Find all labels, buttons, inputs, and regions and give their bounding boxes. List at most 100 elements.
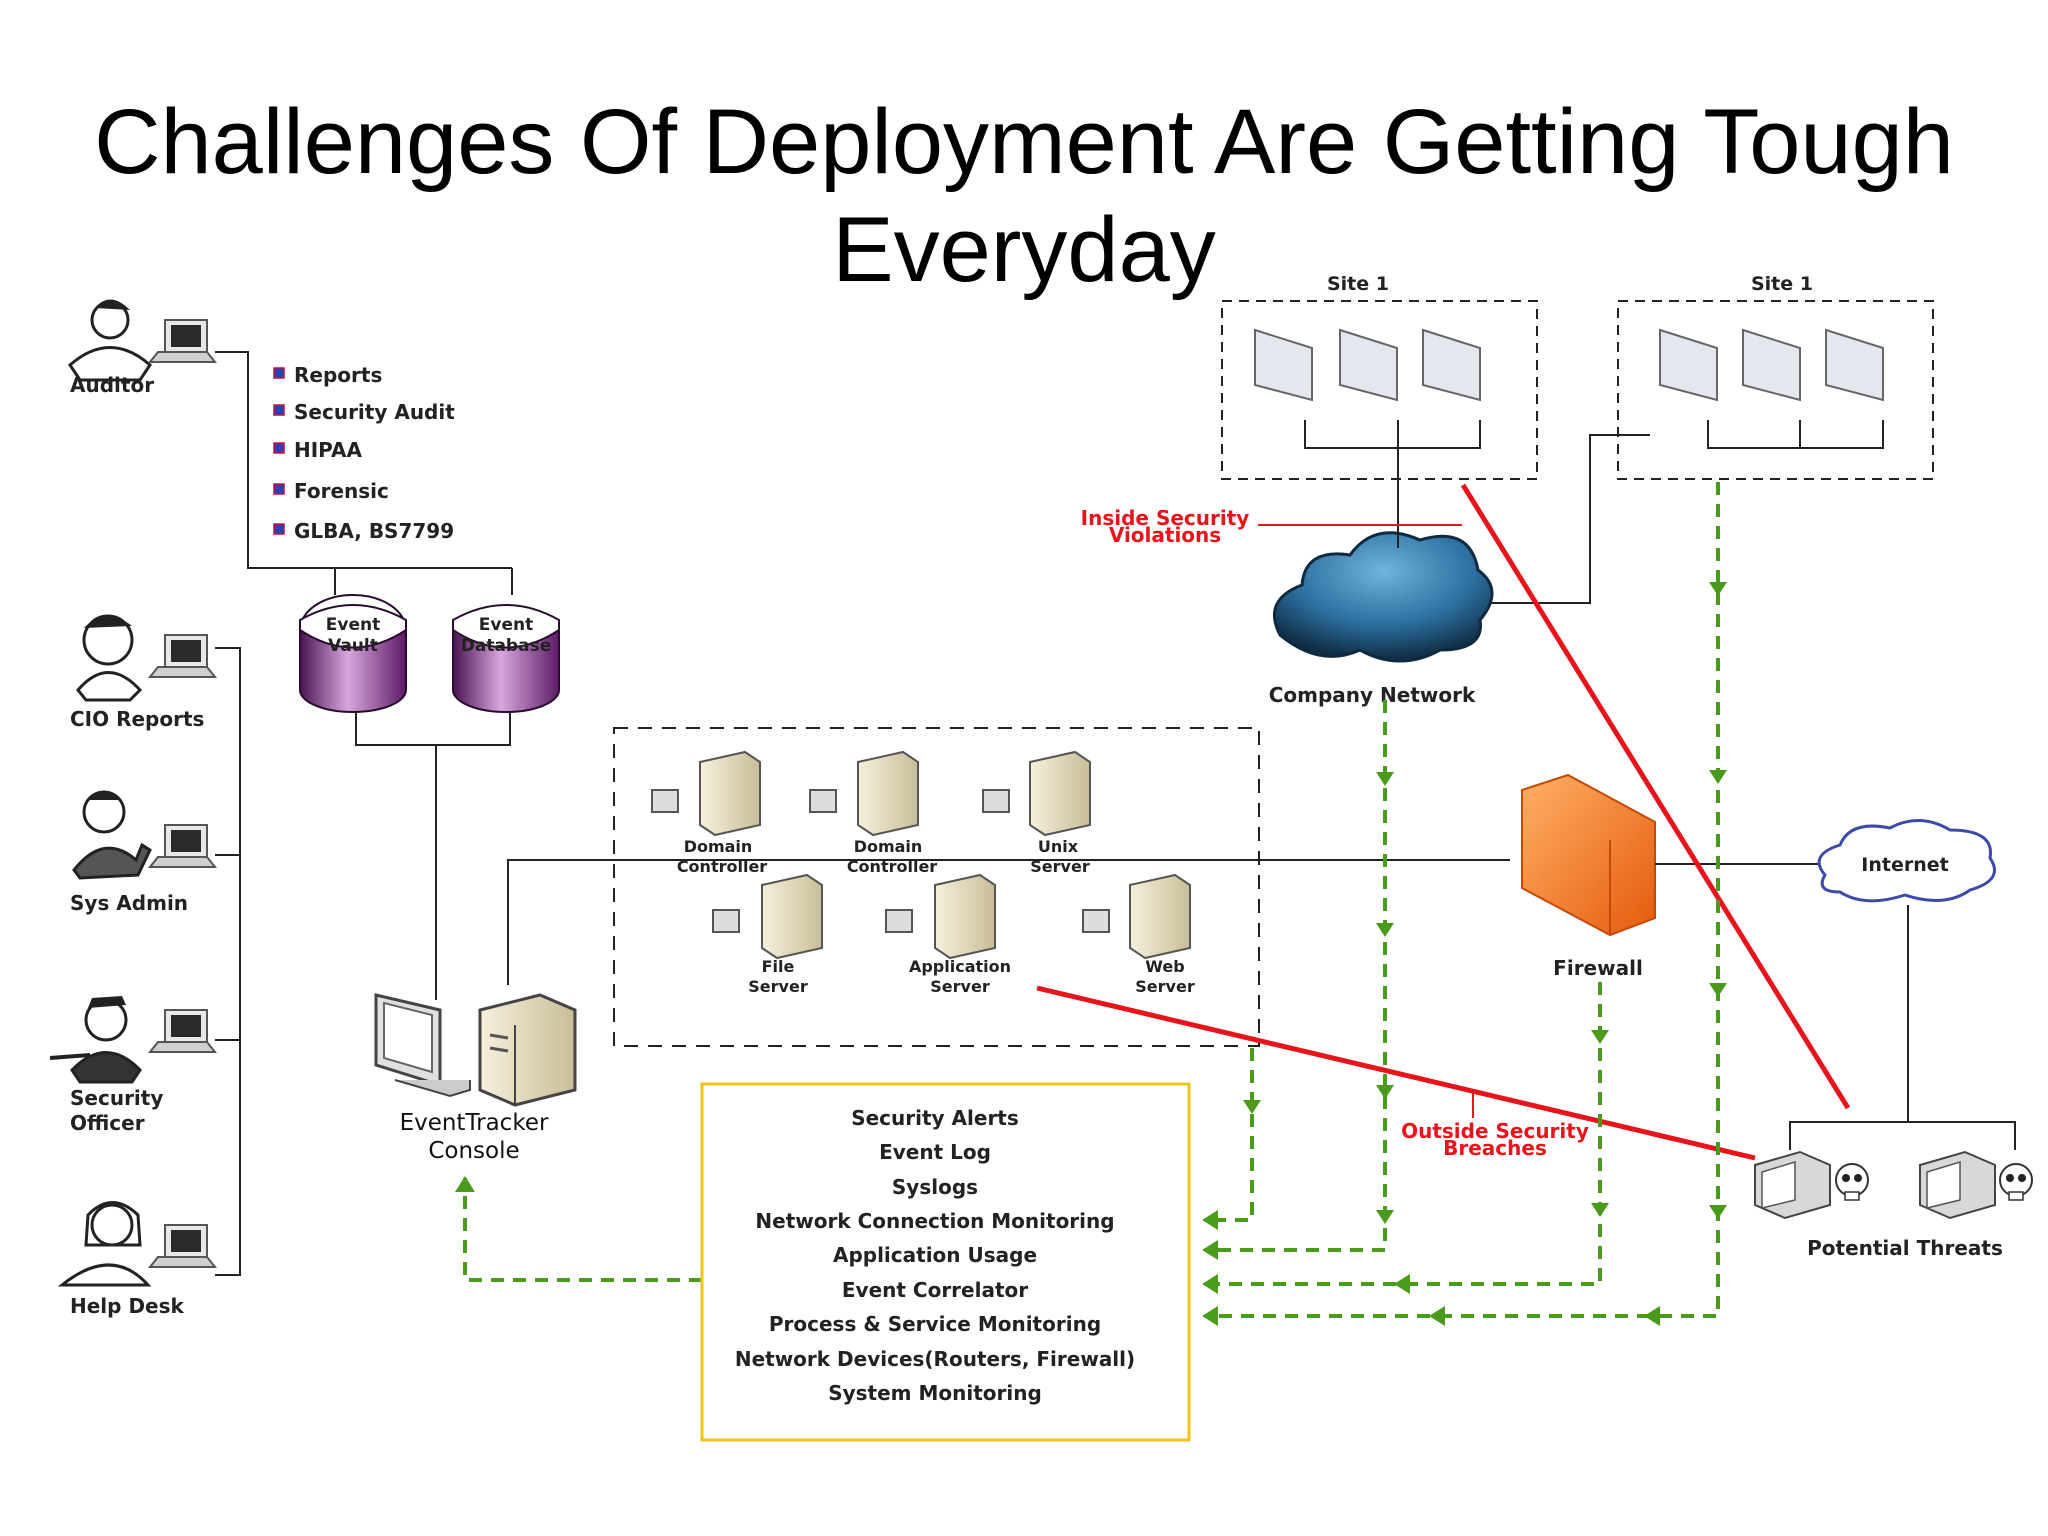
report-bullet-1-icon: [273, 367, 285, 379]
report-bullet-3-icon: [273, 442, 285, 454]
skull-2-icon: [1999, 1163, 2033, 1201]
report-bullet-5-icon: [273, 523, 285, 535]
file-server-label-line-2: Server: [748, 977, 808, 996]
report-item-5: GLBA, BS7799: [294, 519, 454, 543]
site-a-box: [1221, 300, 1538, 480]
cio-group: CIO Reports: [70, 614, 218, 731]
event-database-label-line-2: Database: [461, 636, 551, 656]
web-server-label-line-1: Web: [1145, 957, 1184, 976]
flow-server-farm: [1205, 1048, 1254, 1222]
sysadmin-laptop-icon: [147, 824, 218, 868]
cio-reports-label: CIO Reports: [70, 707, 204, 731]
site-b-monitor-3-icon: [1825, 328, 1884, 402]
cio-laptop-icon: [147, 634, 218, 678]
arrow-down-icon: [1591, 1030, 1609, 1044]
domain-controller-2-label-line-2: Controller: [847, 857, 937, 876]
flow-firewall: [1205, 982, 1602, 1286]
site-a-monitor-1-icon: [1254, 328, 1313, 402]
report-bullet-4-icon: [273, 483, 285, 495]
sysadmin-group: Sys Admin: [70, 790, 218, 915]
site-b-monitor-2-icon: [1742, 328, 1801, 402]
firewall-icon: [1521, 773, 1656, 937]
application-server-icon: [885, 873, 996, 960]
helpdesk-label: Help Desk: [70, 1294, 185, 1318]
features-box: [700, 1082, 1191, 1442]
slide-title-line-1: Challenges Of Deployment Are Getting Tou…: [94, 91, 1954, 193]
internet-cloud-icon: [1817, 818, 1996, 903]
file-server-label-line-1: File: [762, 957, 795, 976]
inside-violation-label-line-2: Violations: [1109, 523, 1221, 547]
skull-1-icon: [1835, 1163, 1869, 1201]
feature-item: Process & Service Monitoring: [769, 1312, 1101, 1336]
report-item-1: Reports: [294, 363, 382, 387]
security-breach-lines: [1036, 483, 1851, 1161]
feature-item: System Monitoring: [828, 1381, 1042, 1405]
auditor-laptop-icon: [147, 319, 218, 363]
auditor-group: Auditor: [68, 299, 218, 397]
arrow-down-icon: [1376, 1210, 1394, 1224]
arrow-down-icon: [1243, 1100, 1261, 1114]
arrow-left-icon: [1202, 1240, 1218, 1260]
domain-controller-1-icon: [651, 750, 761, 837]
site-b-box: [1617, 300, 1934, 480]
arrow-down-icon: [1376, 1085, 1394, 1099]
unix-server-label-line-1: Unix: [1038, 837, 1079, 856]
application-server-label-line-2: Server: [930, 977, 990, 996]
arrow-left-icon: [1394, 1274, 1410, 1294]
domain-controller-1-label-line-2: Controller: [677, 857, 767, 876]
arrow-down-icon: [1591, 1203, 1609, 1217]
threats-connector-line: [1789, 1121, 2016, 1150]
features-list: Security Alerts Event Log Syslogs Networ…: [735, 1106, 1135, 1405]
auditor-person-icon: [68, 299, 152, 382]
event-vault-label-line-1: Event: [326, 615, 380, 635]
domain-controller-2-label-line-1: Domain: [854, 837, 923, 856]
security-officer-label-line-2: Officer: [70, 1111, 145, 1135]
helpdesk-group: Help Desk: [57, 1201, 218, 1318]
event-database-cylinder: Event Database: [452, 604, 560, 713]
unix-server-label-line-2: Server: [1030, 857, 1090, 876]
arrow-up-icon: [455, 1176, 475, 1192]
server-farm-box: [613, 727, 1260, 1047]
security-officer-group: Security Officer: [49, 996, 218, 1135]
firewall-label: Firewall: [1553, 956, 1643, 980]
report-list: Reports Security Audit HIPAA Forensic GL…: [273, 363, 455, 543]
arrow-left-icon: [1202, 1210, 1218, 1230]
company-network-cloud-icon: [1272, 531, 1494, 663]
company-network-lines: [1397, 434, 1650, 604]
inside-violation-line: [1460, 483, 1851, 1110]
database-connector-lines: [355, 712, 1510, 1000]
report-bullet-2-icon: [273, 404, 285, 416]
threat-computer-2-icon: [1919, 1150, 1996, 1220]
web-server-icon: [1082, 873, 1191, 960]
site-a-label: Site 1: [1327, 273, 1389, 295]
arrow-left-icon: [1202, 1274, 1218, 1294]
auditor-label: Auditor: [70, 373, 154, 397]
report-item-2: Security Audit: [294, 400, 455, 424]
arrow-down-icon: [1376, 923, 1394, 937]
security-officer-label-line-1: Security: [70, 1086, 163, 1110]
security-officer-laptop-icon: [147, 1009, 218, 1053]
internet-label: Internet: [1861, 854, 1948, 876]
eventtracker-console-icon: [374, 993, 577, 1107]
web-server-label-line-2: Server: [1135, 977, 1195, 996]
arrow-down-icon: [1376, 772, 1394, 786]
unix-server-icon: [982, 750, 1091, 837]
feature-item: Application Usage: [833, 1243, 1037, 1267]
report-item-4: Forensic: [294, 479, 389, 503]
slide-title-line-2: Everyday: [832, 199, 1216, 301]
site-a-monitor-2-icon: [1339, 328, 1398, 402]
role-connector-lines: [215, 351, 513, 1276]
site-b-monitor-1-icon: [1659, 328, 1718, 402]
eventtracker-console-label-line-2: Console: [428, 1138, 519, 1164]
helpdesk-person-icon: [57, 1201, 152, 1287]
flow-company-network: [1205, 700, 1387, 1252]
domain-controller-2-icon: [809, 750, 919, 837]
flow-arrowheads: [455, 582, 1727, 1326]
feature-item: Network Connection Monitoring: [755, 1209, 1114, 1233]
eventtracker-console-label-line-1: EventTracker: [400, 1110, 549, 1136]
file-server-icon: [712, 873, 823, 960]
arrow-left-icon: [1429, 1306, 1445, 1326]
report-item-3: HIPAA: [294, 438, 362, 462]
event-vault-label-line-2: Vault: [328, 636, 378, 656]
